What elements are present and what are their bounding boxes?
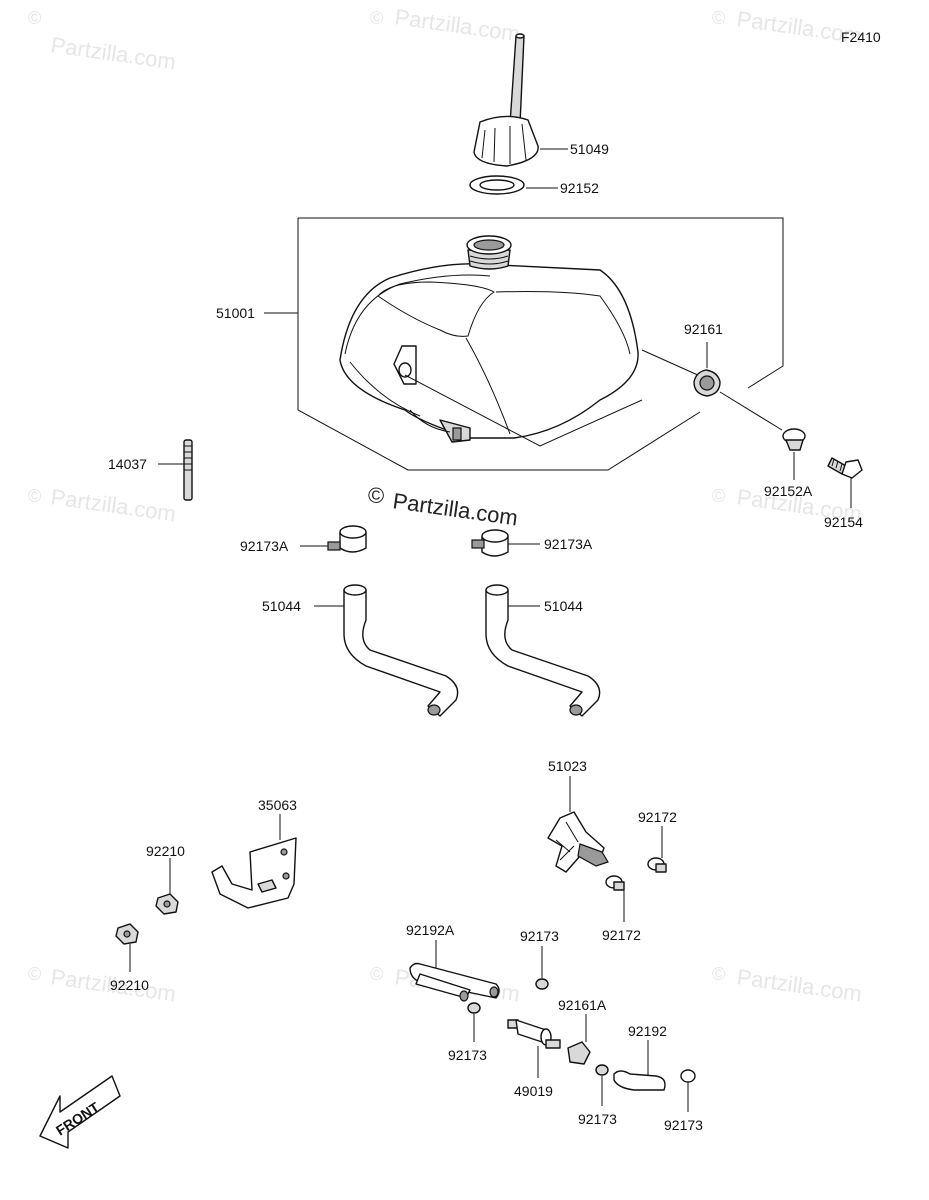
collar-part-92152A[interactable] [782, 428, 806, 451]
label-92152[interactable]: 92152 [560, 180, 599, 196]
gasket-part-92152[interactable] [469, 175, 525, 195]
label-92173-left[interactable]: 92173 [448, 1047, 487, 1063]
label-92161[interactable]: 92161 [684, 321, 723, 337]
bracket-part-35063[interactable] [211, 837, 297, 909]
watermark-symbol: © [28, 486, 41, 506]
label-92210-upper[interactable]: 92210 [146, 843, 185, 859]
vent-tube [509, 35, 525, 125]
watermark-symbol: © [712, 964, 725, 984]
label-92172-upper[interactable]: 92172 [638, 809, 677, 825]
pin-part-14037[interactable] [183, 439, 193, 501]
hose-part-51044-left[interactable] [343, 584, 459, 717]
clamp-part-92173-mid[interactable] [535, 978, 549, 990]
watermark-symbol: © [712, 486, 725, 506]
label-51044-right[interactable]: 51044 [544, 598, 583, 614]
label-92173-mid[interactable]: 92173 [520, 928, 559, 944]
center-watermark-text: Partzilla.com [391, 488, 519, 530]
assembly-bracket [297, 217, 784, 471]
label-92192[interactable]: 92192 [628, 1023, 667, 1039]
hose-part-51044-right[interactable] [485, 584, 601, 717]
label-51049[interactable]: 51049 [570, 141, 609, 157]
watermark-text: Partzilla.com [735, 964, 863, 1006]
label-92192A[interactable]: 92192A [406, 922, 455, 938]
bolt-part-92154[interactable] [827, 457, 863, 479]
hose-part-92192A[interactable] [409, 962, 500, 1002]
clamp-part-92173A-left[interactable] [327, 525, 367, 553]
label-14037[interactable]: 14037 [108, 456, 147, 472]
watermark-symbol: © [28, 964, 41, 984]
nut-part-92210-upper[interactable] [155, 893, 179, 915]
nut-part-92210-lower[interactable] [115, 923, 139, 945]
fuel-filter-part-49019[interactable] [507, 1019, 561, 1049]
label-92154[interactable]: 92154 [824, 514, 863, 530]
label-92210-lower[interactable]: 92210 [110, 977, 149, 993]
figure-code: F2410 [841, 29, 881, 45]
tank-body [339, 263, 639, 439]
label-51044-left[interactable]: 51044 [262, 598, 301, 614]
watermark-text: Partzilla.com [49, 484, 177, 526]
watermark-symbol: © [28, 8, 41, 28]
screw-part-92172-lower[interactable] [605, 875, 625, 891]
fuel-tank-part-51001[interactable] [339, 235, 639, 443]
center-watermark-symbol: © [368, 483, 384, 508]
label-92172-lower[interactable]: 92172 [602, 927, 641, 943]
label-51001[interactable]: 51001 [216, 305, 255, 321]
cap-body [473, 115, 539, 167]
label-92173A-right[interactable]: 92173A [544, 536, 593, 552]
clamp-part-92173-bottom[interactable] [595, 1064, 609, 1076]
watermark-text: Partzilla.com [393, 4, 521, 46]
screw-part-92172-upper[interactable] [647, 857, 667, 873]
filler-neck [467, 249, 511, 270]
label-49019[interactable]: 49019 [514, 1083, 553, 1099]
hose-part-92192[interactable] [613, 1070, 666, 1091]
front-arrow-shape [39, 1075, 121, 1149]
label-92173-right[interactable]: 92173 [664, 1117, 703, 1133]
fuel-cap-part-51049[interactable] [473, 33, 539, 167]
label-92161A[interactable]: 92161A [558, 997, 607, 1013]
watermark-symbol: © [712, 8, 725, 28]
label-35063[interactable]: 35063 [258, 797, 297, 813]
clamp-part-92173-right[interactable] [680, 1069, 696, 1083]
label-92152A[interactable]: 92152A [764, 483, 813, 499]
grommet-part-92161[interactable] [693, 369, 721, 397]
gasket-inner [479, 179, 515, 191]
clamp-part-92173-left[interactable] [467, 1002, 481, 1014]
label-92173A-left[interactable]: 92173A [240, 538, 289, 554]
joint-part-92161A[interactable] [567, 1041, 591, 1065]
clamp-part-92173A-right[interactable] [471, 529, 509, 557]
label-51023[interactable]: 51023 [548, 758, 587, 774]
watermark-symbol: © [370, 964, 383, 984]
watermark-text: Partzilla.com [49, 32, 177, 74]
label-92173-bottom[interactable]: 92173 [578, 1111, 617, 1127]
fuel-cock-part-51023[interactable] [547, 811, 609, 873]
vent-tube-tip [515, 33, 525, 39]
watermark-symbol: © [370, 8, 383, 28]
front-direction-arrow: FRONT [39, 1075, 121, 1149]
